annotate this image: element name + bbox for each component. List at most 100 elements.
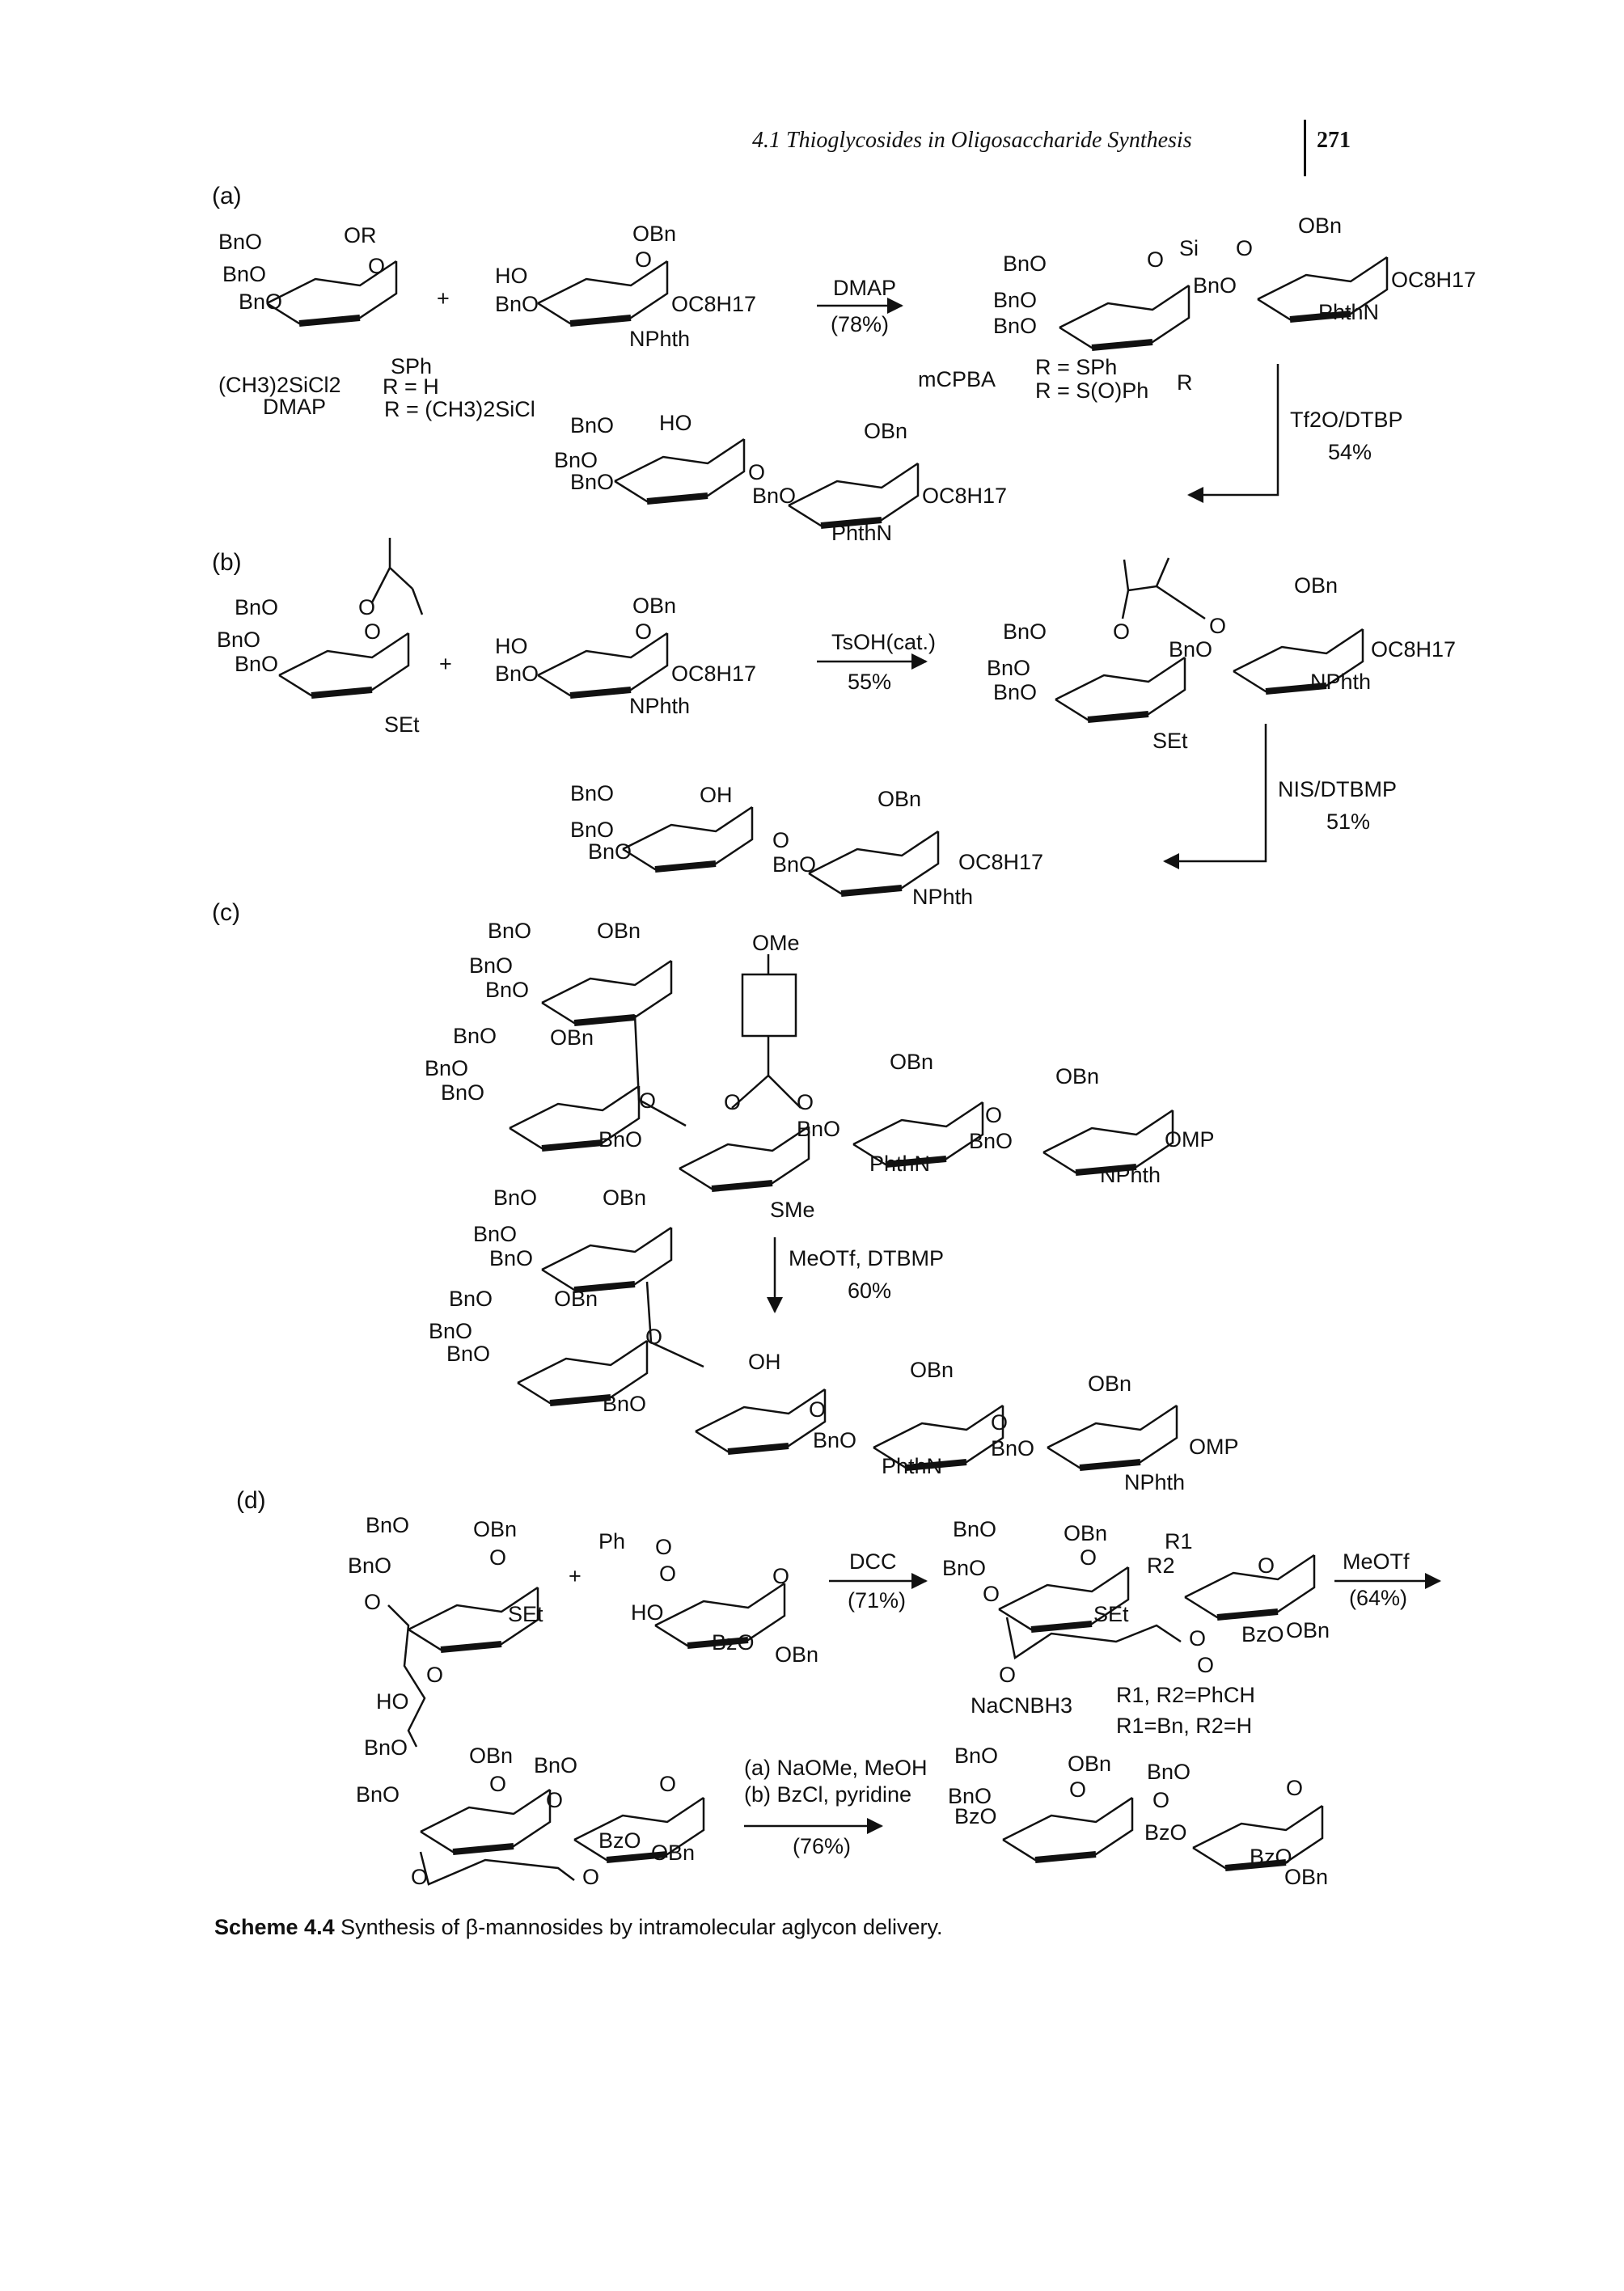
reagent-label: (CH3)2SiCl2 bbox=[218, 373, 341, 397]
group-label: OBn bbox=[603, 1186, 646, 1210]
group-label: OC8H17 bbox=[671, 292, 756, 316]
r-definition: R = S(O)Ph bbox=[1035, 378, 1148, 403]
group-label: BnO bbox=[1169, 637, 1212, 662]
group-label: OBn bbox=[550, 1025, 594, 1050]
reaction-arrow bbox=[1187, 364, 1279, 503]
group-label: OH bbox=[748, 1350, 781, 1374]
group-label: BnO bbox=[813, 1428, 856, 1452]
panel-d-bottom-ring-1 bbox=[421, 1790, 550, 1852]
group-label: BnO bbox=[364, 1735, 408, 1760]
group-label: O bbox=[724, 1090, 741, 1114]
group-label: BnO bbox=[570, 818, 614, 842]
reagent-label: TsOH(cat.) bbox=[831, 630, 936, 654]
group-label: BnO bbox=[993, 314, 1037, 338]
group-label: BnO bbox=[1193, 273, 1237, 298]
plus-sign: + bbox=[569, 1564, 582, 1588]
yield-label: 60% bbox=[848, 1279, 891, 1303]
group-label: Si bbox=[1179, 236, 1199, 260]
isopropenyl-bond bbox=[370, 538, 424, 615]
header-rule bbox=[1304, 120, 1306, 176]
group-label: BnO bbox=[570, 781, 614, 805]
reagent-label: mCPBA bbox=[918, 367, 996, 391]
panel-c-sm-ring-3 bbox=[679, 1126, 809, 1189]
group-label: BnO bbox=[222, 262, 266, 286]
group-label: O bbox=[358, 595, 375, 619]
group-label: BnO bbox=[218, 230, 262, 254]
group-label: BnO bbox=[488, 919, 531, 943]
reagent-label: NIS/DTBMP bbox=[1278, 777, 1397, 801]
group-label: BnO bbox=[495, 662, 539, 686]
group-label: OBn bbox=[775, 1642, 818, 1667]
r-definition: R = H bbox=[383, 374, 439, 399]
succinyl-tether bbox=[1005, 1617, 1182, 1660]
group-label: BnO bbox=[217, 628, 260, 652]
group-label: BnO bbox=[366, 1513, 409, 1537]
group-label: NPhth bbox=[1310, 670, 1371, 694]
group-label: NPhth bbox=[1100, 1163, 1161, 1187]
group-label: OBn bbox=[910, 1358, 954, 1382]
group-label: O bbox=[489, 1545, 506, 1570]
group-label: NPhth bbox=[629, 694, 690, 718]
ketal-tether bbox=[1121, 557, 1206, 620]
panel-b-label: (b) bbox=[212, 549, 242, 576]
group-label: O bbox=[645, 1325, 662, 1349]
group-label: O bbox=[368, 254, 385, 278]
group-label: BnO bbox=[993, 680, 1037, 704]
group-label: O bbox=[991, 1410, 1008, 1435]
group-label: BnO bbox=[493, 1186, 537, 1210]
group-label: O bbox=[1152, 1788, 1169, 1812]
group-label: BnO bbox=[554, 448, 598, 472]
reagent-label: DMAP bbox=[833, 276, 896, 300]
group-label: SEt bbox=[508, 1602, 543, 1626]
reagent-label: DCC bbox=[849, 1549, 897, 1574]
panel-b-tether-ring-1 bbox=[1055, 657, 1185, 720]
panel-c-product-ring-5 bbox=[1047, 1405, 1177, 1468]
group-label: O bbox=[1147, 247, 1164, 272]
group-label: O bbox=[1189, 1626, 1206, 1651]
running-title: 4.1 Thioglycosides in Oligosaccharide Sy… bbox=[752, 128, 1192, 153]
group-label: BnO bbox=[446, 1342, 490, 1366]
group-label: NPhth bbox=[1124, 1470, 1185, 1494]
group-label: BnO bbox=[942, 1556, 986, 1580]
group-label: R bbox=[1177, 370, 1193, 395]
group-label: O bbox=[999, 1663, 1016, 1687]
panel-c-product-ring-1 bbox=[542, 1228, 671, 1290]
yield-label: 55% bbox=[848, 670, 891, 694]
succinyl-tether bbox=[419, 1851, 575, 1886]
group-label: BnO bbox=[453, 1024, 497, 1048]
group-label: BnO bbox=[1003, 619, 1047, 644]
group-label: OH bbox=[700, 783, 733, 807]
panel-a-product-ring-2 bbox=[789, 463, 918, 526]
group-label: NPhth bbox=[912, 885, 973, 909]
reagent-label: MeOTf bbox=[1343, 1549, 1410, 1574]
group-label: BnO bbox=[570, 413, 614, 437]
group-label: OBn bbox=[632, 222, 676, 246]
plus-sign: + bbox=[437, 286, 450, 311]
group-label: O bbox=[1236, 236, 1253, 260]
group-label: OC8H17 bbox=[958, 850, 1043, 874]
group-label: O bbox=[426, 1663, 443, 1687]
group-label: OBn bbox=[473, 1517, 517, 1541]
group-label: OC8H17 bbox=[671, 662, 756, 686]
yield-label: 51% bbox=[1326, 809, 1370, 834]
group-label: O bbox=[635, 247, 652, 272]
group-label: HO bbox=[631, 1600, 664, 1625]
group-label: O bbox=[1258, 1553, 1275, 1578]
group-label: BzO bbox=[954, 1804, 997, 1828]
group-label: BnO bbox=[235, 652, 278, 676]
group-label: BnO bbox=[489, 1246, 533, 1270]
group-label: BnO bbox=[495, 292, 539, 316]
group-label: PhthN bbox=[1318, 300, 1379, 324]
group-label: BnO bbox=[570, 470, 614, 494]
group-label: PhthN bbox=[869, 1152, 930, 1176]
group-label: BzO bbox=[1250, 1845, 1292, 1869]
group-label: OMe bbox=[752, 931, 800, 955]
group-label: BnO bbox=[953, 1517, 996, 1541]
group-label: O bbox=[809, 1397, 826, 1422]
panel-a-product-ring-1 bbox=[615, 439, 744, 501]
group-label: SPh bbox=[391, 354, 432, 378]
group-label: OC8H17 bbox=[1371, 637, 1456, 662]
reagent-label: Tf2O/DTBP bbox=[1290, 408, 1403, 432]
group-label: OBn bbox=[878, 787, 921, 811]
yield-label: (78%) bbox=[831, 312, 889, 336]
